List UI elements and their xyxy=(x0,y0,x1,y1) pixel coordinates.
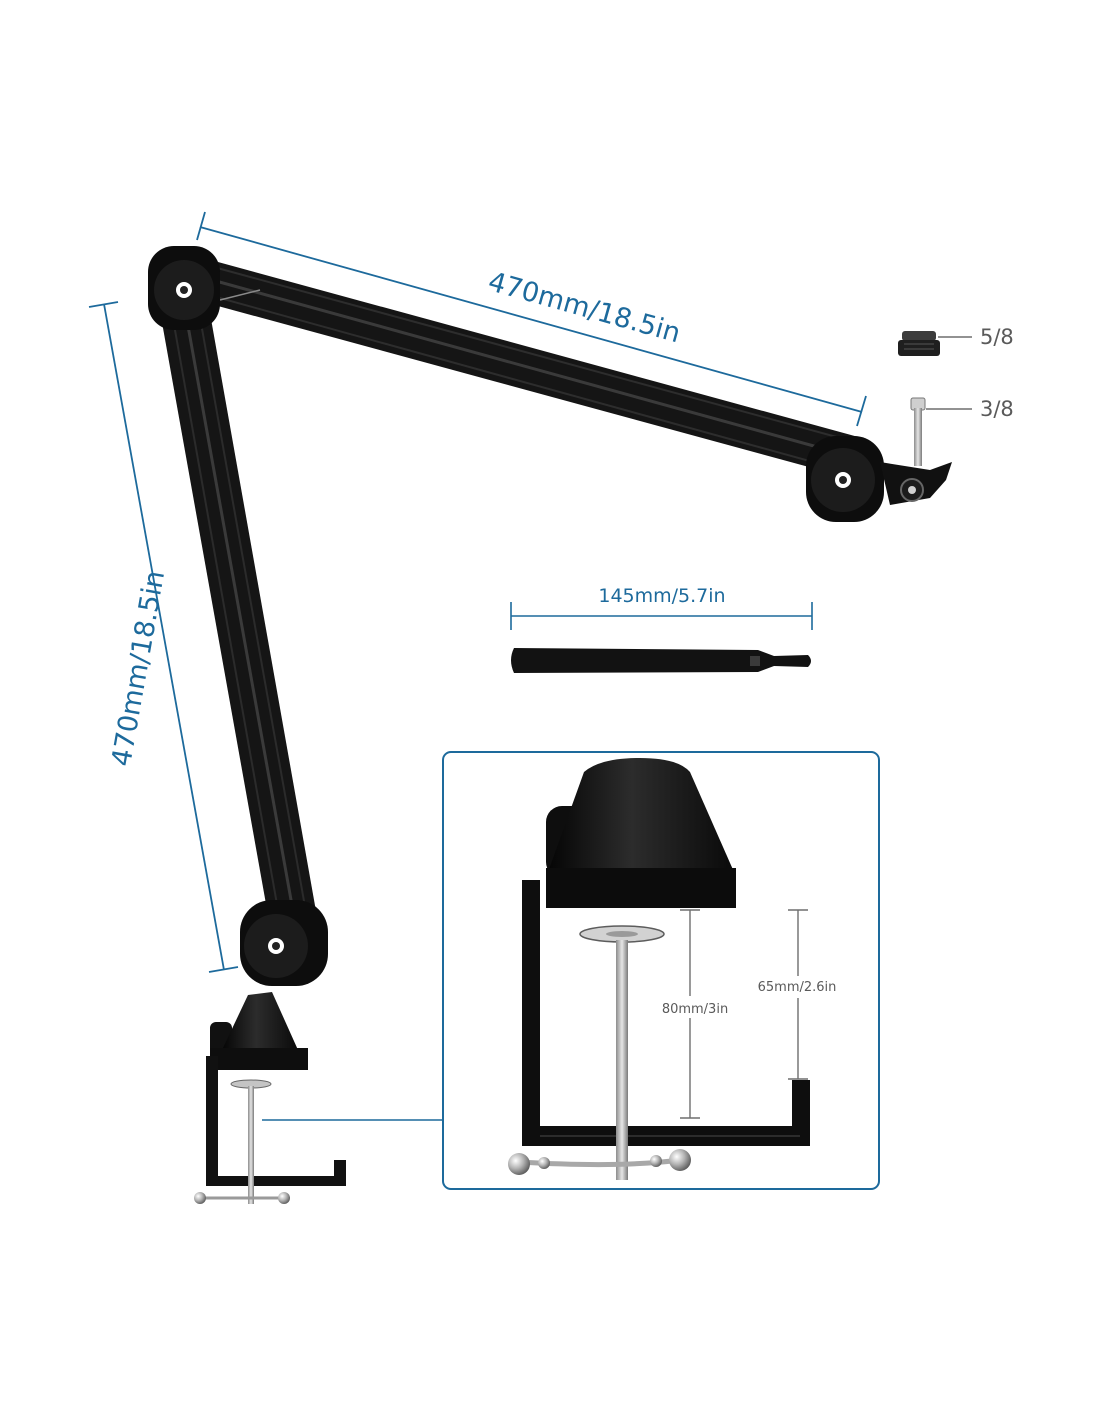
lower-arm-length-label: 470mm/18.5in xyxy=(106,568,171,768)
right-joint xyxy=(806,436,952,522)
adapter-three-eighths: 3/8 xyxy=(910,397,1014,466)
upper-arm-length-label: 470mm/18.5in xyxy=(485,266,684,349)
small-clamp xyxy=(194,992,346,1204)
clamp-opening-dimension: 65mm/2.6in xyxy=(752,909,844,1080)
bottom-joint xyxy=(240,900,328,986)
top-left-joint xyxy=(148,246,220,330)
lower-arm xyxy=(158,285,322,960)
large-clamp xyxy=(508,758,810,1180)
upper-arm xyxy=(158,250,862,476)
clamp-height-dimension: 80mm/3in xyxy=(656,909,736,1119)
strap-dimension: 145mm/5.7in xyxy=(510,585,813,630)
cable-strap xyxy=(511,648,811,673)
adapter-five-eighths: 5/8 xyxy=(898,325,1014,356)
adapter-large-label: 5/8 xyxy=(980,325,1014,349)
clamp-height-label: 80mm/3in xyxy=(662,1002,728,1017)
adapter-small-label: 3/8 xyxy=(980,397,1014,421)
clamp-opening-label: 65mm/2.6in xyxy=(758,980,837,995)
strap-length-label: 145mm/5.7in xyxy=(598,585,725,607)
